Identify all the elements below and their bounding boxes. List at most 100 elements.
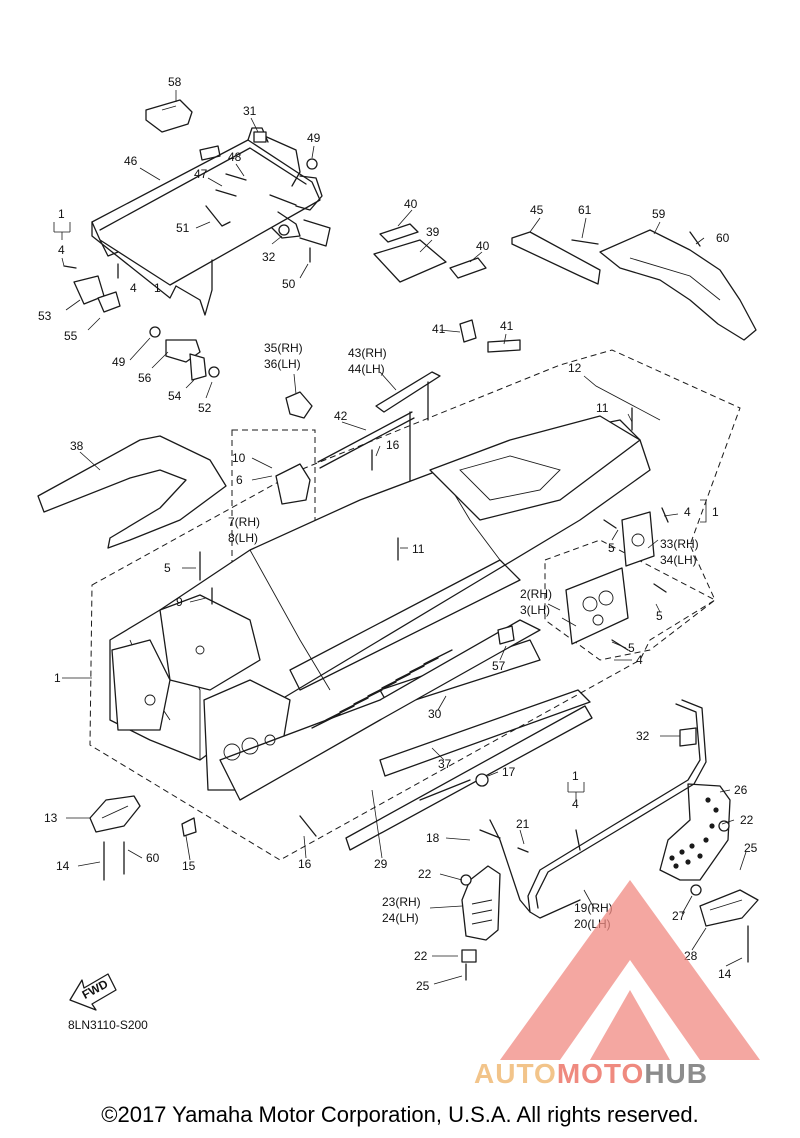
rear-rack-frame: [91, 127, 331, 316]
callout-36-lh: 36(LH): [264, 357, 301, 371]
callout-6: 6: [236, 473, 243, 487]
callout-50: 50: [282, 277, 296, 291]
callout-4: 4: [572, 797, 579, 811]
callout-17: 17: [502, 765, 516, 779]
callout-18: 18: [426, 831, 440, 845]
callout-52: 52: [198, 401, 212, 415]
watermark-moto: MOTO: [556, 1058, 645, 1089]
callout-4: 4: [130, 281, 137, 295]
callout-53: 53: [38, 309, 52, 323]
callout-44-lh: 44(LH): [348, 362, 385, 376]
callout-5: 5: [656, 609, 663, 623]
bracket-6: [275, 391, 313, 505]
rear-bracket-26: [659, 783, 731, 881]
callout-40: 40: [404, 197, 418, 211]
callout-5: 5: [608, 541, 615, 555]
callout-29: 29: [374, 857, 388, 871]
callout-labels: 58 31 49 46 48 47 51 32 50 1 4 4 1 53 55…: [38, 75, 758, 993]
callout-41: 41: [432, 322, 446, 336]
step-28: [699, 889, 759, 927]
callout-12: 12: [568, 361, 582, 375]
callout-9: 9: [176, 595, 183, 609]
callout-39: 39: [426, 225, 440, 239]
callout-22: 22: [418, 867, 432, 881]
callout-8-lh: 8(LH): [228, 531, 258, 545]
callout-27: 27: [672, 909, 686, 923]
callout-46: 46: [124, 154, 138, 168]
callout-55: 55: [64, 329, 78, 343]
callout-4: 4: [58, 243, 65, 257]
callout-2-rh: 2(RH): [520, 587, 552, 601]
callout-1: 1: [54, 671, 61, 685]
side-plate-2: [565, 567, 629, 645]
top-pads: [373, 223, 521, 353]
callout-3-lh: 3(LH): [520, 603, 550, 617]
callout-4: 4: [636, 653, 643, 667]
callout-49: 49: [112, 355, 126, 369]
mud-flap-38: [37, 435, 227, 549]
grab-handle-19: [489, 699, 707, 919]
callout-60: 60: [146, 851, 160, 865]
callout-33-rh: 33(RH): [660, 537, 699, 551]
callout-1: 1: [712, 505, 719, 519]
side-plate-33: [621, 511, 655, 567]
callout-61: 61: [578, 203, 592, 217]
callout-5: 5: [164, 561, 171, 575]
rear-rack-cap-58: [145, 99, 193, 133]
callout-22: 22: [414, 949, 428, 963]
snow-flap-45: [511, 231, 601, 285]
callout-11: 11: [412, 542, 425, 556]
callout-16: 16: [298, 857, 312, 871]
callout-37: 37: [438, 757, 452, 771]
step-13: [89, 795, 141, 833]
callout-24-lh: 24(LH): [382, 911, 419, 925]
watermark-text: AUTOMOTOHUB: [474, 1058, 708, 1090]
callout-51: 51: [176, 221, 190, 235]
callout-35-rh: 35(RH): [264, 341, 303, 355]
callout-56: 56: [138, 371, 152, 385]
callout-45: 45: [530, 203, 544, 217]
callout-16: 16: [386, 438, 400, 452]
callout-25: 25: [744, 841, 758, 855]
watermark-auto: AUTO: [474, 1058, 557, 1089]
callout-22: 22: [740, 813, 754, 827]
callout-48: 48: [228, 150, 242, 164]
callout-15: 15: [182, 859, 196, 873]
callout-49: 49: [307, 131, 321, 145]
callout-59: 59: [652, 207, 666, 221]
callout-42: 42: [334, 409, 348, 423]
callout-4: 4: [684, 505, 691, 519]
callout-38: 38: [70, 439, 84, 453]
callout-60: 60: [716, 231, 730, 245]
callout-54: 54: [168, 389, 182, 403]
diagram-code: 8LN3110-S200: [68, 1018, 148, 1032]
main-tunnel: [109, 415, 651, 801]
callout-43-rh: 43(RH): [348, 346, 387, 360]
holes: [144, 645, 276, 761]
callout-7-rh: 7(RH): [228, 515, 260, 529]
callout-31: 31: [243, 104, 257, 118]
forward-arrow: FWD: [69, 973, 117, 1011]
callout-14: 14: [56, 859, 70, 873]
callout-23-rh: 23(RH): [382, 895, 421, 909]
callout-21: 21: [516, 817, 530, 831]
callout-14: 14: [718, 967, 732, 981]
tunnel-heat-exchanger-slots: [311, 649, 453, 729]
watermark-hub: HUB: [644, 1058, 708, 1089]
callout-leaders: [53, 90, 747, 985]
callout-19-rh: 19(RH): [574, 901, 613, 915]
callout-47: 47: [194, 167, 208, 181]
callout-32: 32: [262, 250, 276, 264]
callout-1: 1: [58, 207, 65, 221]
fasteners: [103, 407, 749, 981]
rear-bumper-59: [571, 229, 757, 341]
callout-32: 32: [636, 729, 650, 743]
callout-28: 28: [684, 949, 698, 963]
callout-26: 26: [734, 783, 748, 797]
callout-58: 58: [168, 75, 182, 89]
callout-41: 41: [500, 319, 514, 333]
rack-small-parts: [63, 131, 318, 381]
watermark-triangle-icon: [500, 880, 760, 1060]
copyright-notice: ©2017 Yamaha Motor Corporation, U.S.A. A…: [101, 1102, 699, 1127]
